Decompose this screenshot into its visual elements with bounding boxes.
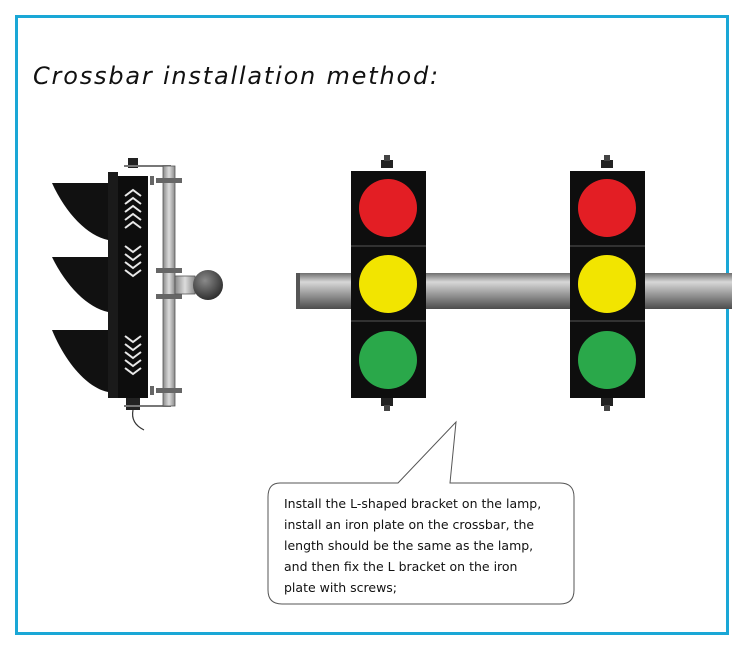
callout-line: plate with screws; (284, 580, 398, 595)
side-view-signal (52, 158, 223, 431)
callout-line: install an iron plate on the crossbar, t… (284, 517, 535, 532)
crossbar-end (296, 273, 300, 309)
green-lamp (578, 331, 636, 389)
page-title: Crossbar installation method: (33, 62, 440, 90)
callout-bubble (267, 420, 575, 605)
red-lamp (578, 179, 636, 237)
middle-visor (52, 257, 108, 312)
yellow-lamp (359, 255, 417, 313)
crossbar-end-section (193, 270, 223, 300)
yellow-lamp (578, 255, 636, 313)
callout-line: and then fix the L bracket on the iron (284, 559, 518, 574)
front-signal-2 (570, 155, 645, 411)
iron-plate (162, 165, 176, 407)
border-frame (15, 15, 729, 635)
callout-text: Install the L-shaped bracket on the lamp… (284, 493, 574, 598)
callout-line: Install the L-shaped bracket on the lamp… (284, 496, 542, 511)
bottom-visor (52, 330, 108, 392)
side-panel (118, 176, 148, 398)
chevron-up-icon (124, 188, 142, 229)
green-lamp (359, 331, 417, 389)
front-signal-1 (351, 155, 426, 411)
red-lamp (359, 179, 417, 237)
bottom-mount-cap (126, 398, 140, 410)
side-housing (108, 172, 118, 398)
chevron-down-icon (124, 245, 142, 376)
top-mount-cap (128, 158, 138, 168)
clamp (174, 275, 196, 295)
screws (150, 176, 182, 395)
callout-line: length should be the same as the lamp, (284, 538, 534, 553)
cable (131, 409, 145, 431)
top-visor (52, 183, 108, 240)
